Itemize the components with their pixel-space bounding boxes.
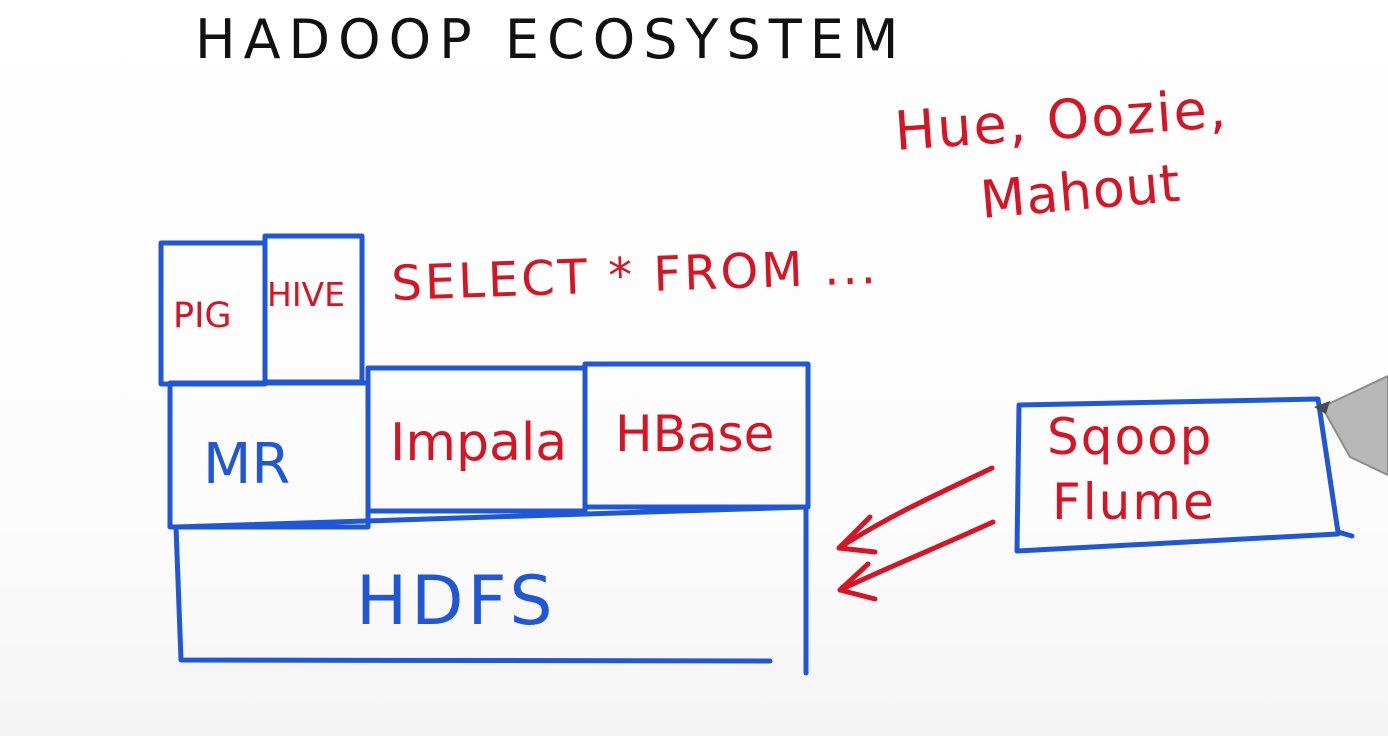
sqoop-label: Sqoop — [1047, 408, 1213, 466]
diagram-title: HADOOP ECOSYSTEM — [195, 8, 906, 71]
ingestion-arrow-lower — [837, 519, 996, 593]
impala-label: Impala — [390, 413, 567, 473]
mapreduce-label: MR — [203, 432, 290, 497]
sql-query-text: SELECT * FROM ... — [390, 239, 879, 312]
flume-label: Flume — [1052, 473, 1216, 531]
ingestion-arrow-upper — [836, 465, 995, 551]
hdfs-box — [173, 504, 809, 676]
pig-label: PIG — [173, 296, 232, 336]
hbase-box — [582, 361, 811, 510]
side-tools-line-1: Hue, Oozie, — [893, 77, 1230, 163]
ingestion-arrow-lower-head — [837, 561, 878, 602]
hdfs-label: HDFS — [356, 562, 557, 641]
hbase-label: HBase — [615, 405, 774, 463]
marker-pen-icon — [1314, 374, 1388, 477]
side-tools-line-2: Mahout — [978, 154, 1183, 231]
hive-label: HIVE — [267, 275, 345, 314]
ingestion-box — [1014, 396, 1355, 554]
ingestion-arrow-upper-head — [836, 514, 878, 555]
